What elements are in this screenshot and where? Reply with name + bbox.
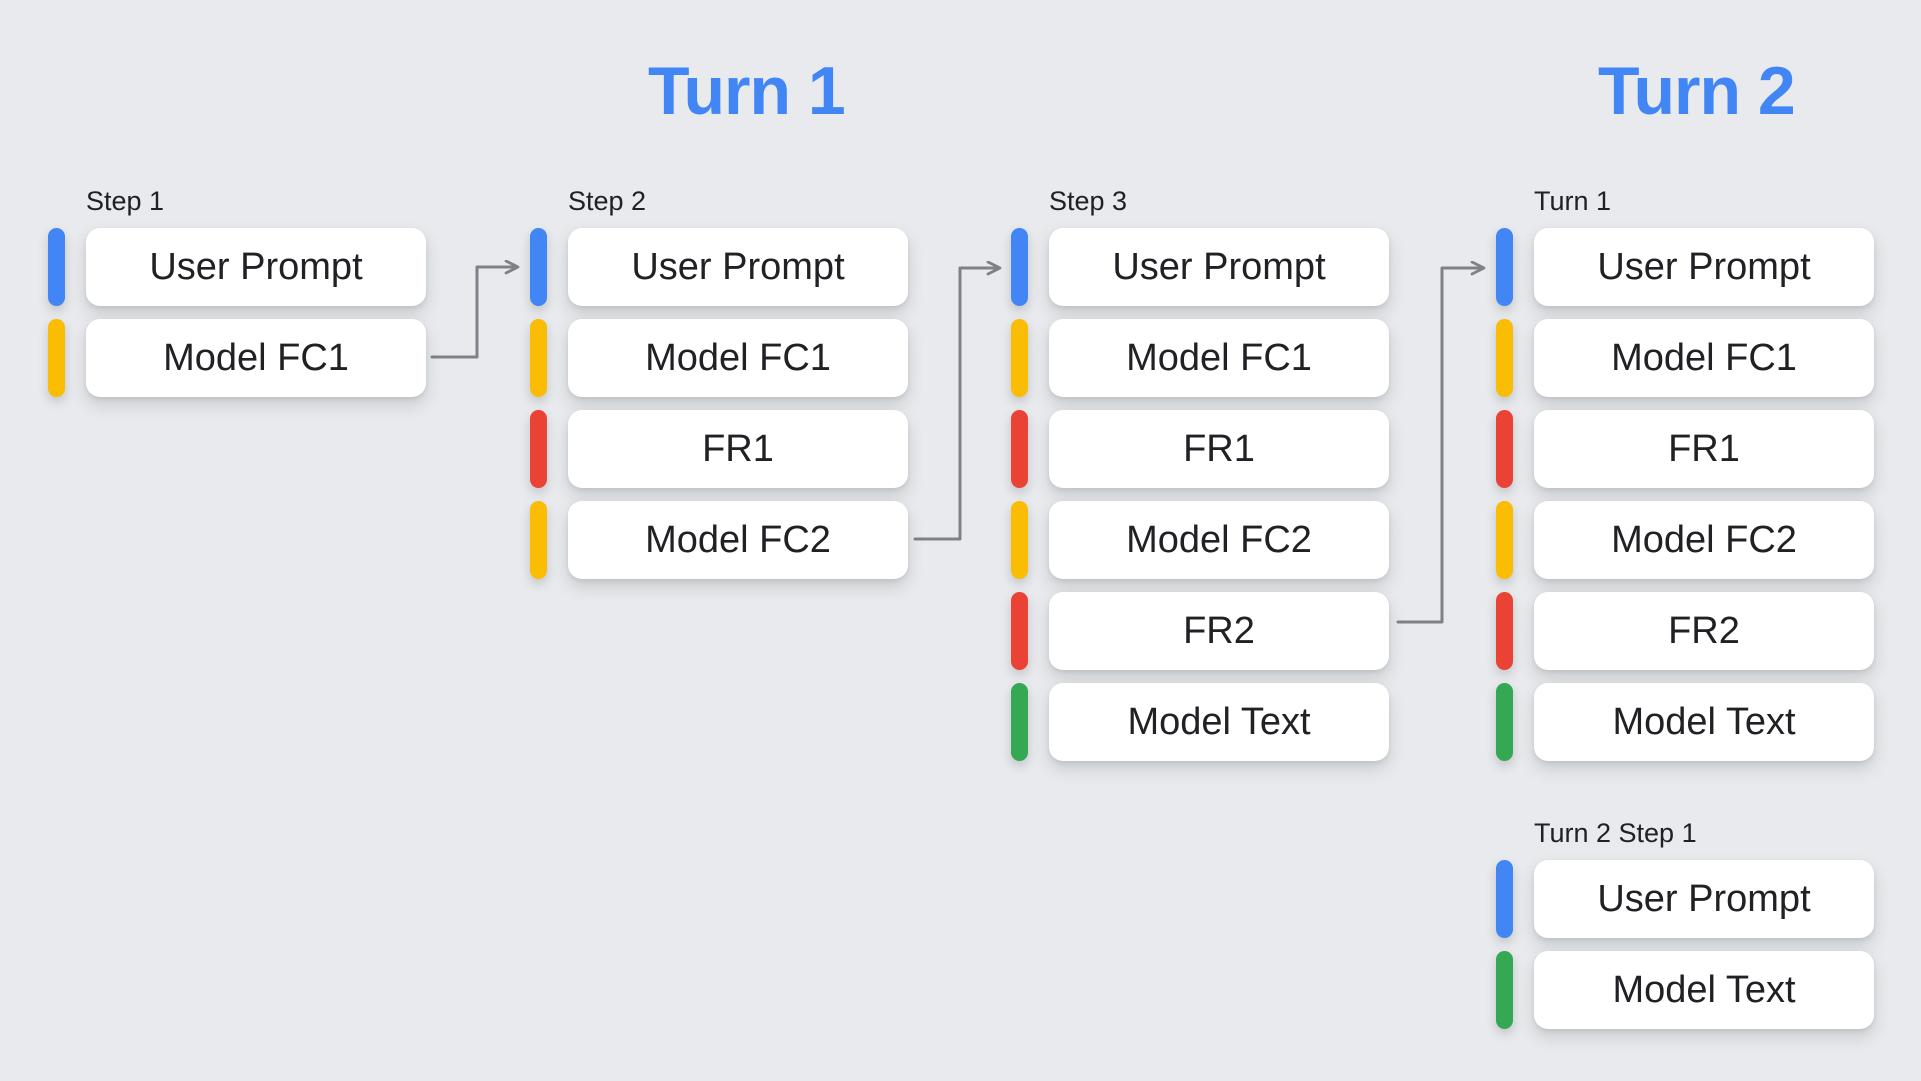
card-model-fc2: Model FC2 xyxy=(568,501,908,579)
card-user-prompt: User Prompt xyxy=(1534,228,1874,306)
model-text-color-bar xyxy=(1496,683,1513,761)
model-fc-color-bar xyxy=(1496,319,1513,397)
column-step-2: Step 2 User Prompt Model FC1 FR1 Model F… xyxy=(530,186,908,592)
card-model-fc1: Model FC1 xyxy=(86,319,426,397)
row-fr1: FR1 xyxy=(1011,410,1389,488)
card-model-fc1: Model FC1 xyxy=(1534,319,1874,397)
row-model-text: Model Text xyxy=(1496,683,1874,761)
model-text-color-bar xyxy=(1011,683,1028,761)
card-fr2: FR2 xyxy=(1049,592,1389,670)
card-fr1: FR1 xyxy=(1534,410,1874,488)
column-step-1: Step 1 User Prompt Model FC1 xyxy=(48,186,426,410)
column-label-step-1: Step 1 xyxy=(86,186,165,216)
card-model-text: Model Text xyxy=(1534,951,1874,1029)
row-model-fc1: Model FC1 xyxy=(1496,319,1874,397)
model-fc-color-bar xyxy=(1496,501,1513,579)
model-fc-color-bar xyxy=(48,319,65,397)
column-turn-2-step-1: Turn 2 Step 1 User Prompt Model Text xyxy=(1496,818,1874,1042)
user-prompt-color-bar xyxy=(1011,228,1028,306)
column-label-step-2: Step 2 xyxy=(568,186,647,216)
row-model-fc1: Model FC1 xyxy=(48,319,426,397)
user-prompt-color-bar xyxy=(1496,228,1513,306)
row-model-text: Model Text xyxy=(1496,951,1874,1029)
row-fr2: FR2 xyxy=(1496,592,1874,670)
arrow-step2-to-step3 xyxy=(913,268,999,541)
card-model-text: Model Text xyxy=(1049,683,1389,761)
arrow-step1-to-step2 xyxy=(430,267,517,359)
column-label-step-3: Step 3 xyxy=(1049,186,1128,216)
function-response-color-bar xyxy=(1011,410,1028,488)
card-model-fc1: Model FC1 xyxy=(568,319,908,397)
card-user-prompt: User Prompt xyxy=(1049,228,1389,306)
column-turn-1-summary: Turn 1 User Prompt Model FC1 FR1 Model F… xyxy=(1496,186,1874,774)
column-step-3: Step 3 User Prompt Model FC1 FR1 Model F… xyxy=(1011,186,1389,774)
card-model-fc2: Model FC2 xyxy=(1534,501,1874,579)
model-fc-color-bar xyxy=(1011,319,1028,397)
column-label-turn-1: Turn 1 xyxy=(1534,186,1612,216)
row-fr2: FR2 xyxy=(1011,592,1389,670)
row-model-fc1: Model FC1 xyxy=(1011,319,1389,397)
model-fc-color-bar xyxy=(1011,501,1028,579)
row-user-prompt: User Prompt xyxy=(1496,228,1874,306)
row-model-fc1: Model FC1 xyxy=(530,319,908,397)
row-fr1: FR1 xyxy=(530,410,908,488)
card-model-fc1: Model FC1 xyxy=(1049,319,1389,397)
user-prompt-color-bar xyxy=(1496,860,1513,938)
card-fr1: FR1 xyxy=(1049,410,1389,488)
row-user-prompt: User Prompt xyxy=(1496,860,1874,938)
card-model-fc2: Model FC2 xyxy=(1049,501,1389,579)
function-response-color-bar xyxy=(1011,592,1028,670)
model-text-color-bar xyxy=(1496,951,1513,1029)
row-user-prompt: User Prompt xyxy=(530,228,908,306)
arrow-step3-to-turn1 xyxy=(1396,268,1483,624)
model-fc-color-bar xyxy=(530,319,547,397)
card-fr2: FR2 xyxy=(1534,592,1874,670)
function-response-color-bar xyxy=(530,410,547,488)
turn-2-title: Turn 2 xyxy=(1598,53,1796,129)
card-user-prompt: User Prompt xyxy=(86,228,426,306)
turn-1-title: Turn 1 xyxy=(648,53,846,129)
card-user-prompt: User Prompt xyxy=(1534,860,1874,938)
function-response-color-bar xyxy=(1496,410,1513,488)
row-model-fc2: Model FC2 xyxy=(1011,501,1389,579)
column-label-turn-2-step-1: Turn 2 Step 1 xyxy=(1534,818,1697,848)
row-user-prompt: User Prompt xyxy=(1011,228,1389,306)
card-fr1: FR1 xyxy=(568,410,908,488)
row-model-text: Model Text xyxy=(1011,683,1389,761)
row-fr1: FR1 xyxy=(1496,410,1874,488)
row-model-fc2: Model FC2 xyxy=(1496,501,1874,579)
model-fc-color-bar xyxy=(530,501,547,579)
row-user-prompt: User Prompt xyxy=(48,228,426,306)
function-response-color-bar xyxy=(1496,592,1513,670)
user-prompt-color-bar xyxy=(530,228,547,306)
card-model-text: Model Text xyxy=(1534,683,1874,761)
card-user-prompt: User Prompt xyxy=(568,228,908,306)
row-model-fc2: Model FC2 xyxy=(530,501,908,579)
user-prompt-color-bar xyxy=(48,228,65,306)
